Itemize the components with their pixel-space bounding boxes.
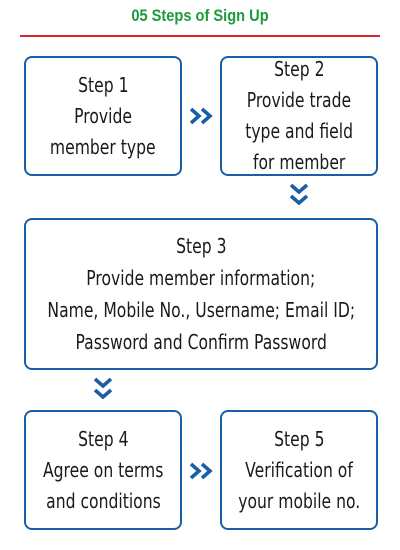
page-title: 05 Steps of Sign Up [131,6,269,25]
step-4-line-2: and conditions [45,488,161,513]
step-3-box: Step 3 Provide member information; Name,… [24,218,378,370]
step-5-heading: Step 5 [273,426,325,451]
step-3-heading: Step 3 [175,234,227,258]
step-2-line-3: for member [252,150,346,174]
step-4-line-1: Agree on terms [42,457,164,482]
title-divider [20,35,380,37]
step-4-heading: Step 4 [77,426,129,451]
double-chevron-right-icon [189,461,217,481]
double-chevron-down-icon [288,182,310,210]
step-1-heading: Step 1 [77,72,129,97]
step-2-box: Step 2 Provide trade type and field for … [220,56,378,176]
step-1-line-1: Provide [74,103,132,128]
step-2-heading: Step 2 [273,57,325,81]
step-3-line-2: Name, Mobile No., Username; Email ID; [47,298,355,322]
double-chevron-down-icon [92,376,114,404]
step-5-box: Step 5 Verification of your mobile no. [220,410,378,530]
step-2-line-1: Provide trade [246,88,352,112]
step-4-box: Step 4 Agree on terms and conditions [24,410,182,530]
step-5-line-1: Verification of [245,457,353,482]
step-3-line-1: Provide member information; [86,266,316,290]
step-1-box: Step 1 Provide member type [24,56,182,176]
double-chevron-right-icon [189,106,217,126]
step-5-line-2: your mobile no. [237,488,361,513]
step-1-line-2: member type [50,134,156,159]
step-3-line-3: Password and Confirm Password [75,330,327,354]
step-2-line-2: type and field [245,119,353,143]
